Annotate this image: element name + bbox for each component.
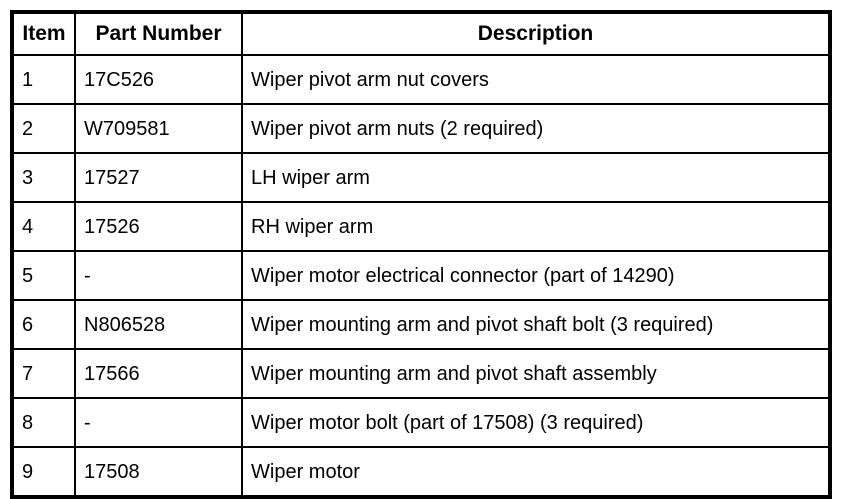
table-row: 8 - Wiper motor bolt (part of 17508) (3 … xyxy=(12,398,830,448)
table-row: 4 17526 RH wiper arm xyxy=(12,202,830,252)
cell-description: Wiper mounting arm and pivot shaft bolt … xyxy=(242,300,830,350)
table-header: Item Part Number Description xyxy=(12,12,830,56)
table-row: 2 W709581 Wiper pivot arm nuts (2 requir… xyxy=(12,104,830,154)
table-row: 6 N806528 Wiper mounting arm and pivot s… xyxy=(12,300,830,350)
column-header-item: Item xyxy=(12,12,76,56)
table-row: 1 17C526 Wiper pivot arm nut covers xyxy=(12,55,830,105)
cell-item: 5 xyxy=(12,251,76,301)
cell-part-number: N806528 xyxy=(75,300,243,350)
cell-description: Wiper pivot arm nuts (2 required) xyxy=(242,104,830,154)
column-header-part-number: Part Number xyxy=(75,12,243,56)
table-body: 1 17C526 Wiper pivot arm nut covers 2 W7… xyxy=(12,55,830,497)
cell-part-number: 17526 xyxy=(75,202,243,252)
cell-description: Wiper pivot arm nut covers xyxy=(242,55,830,105)
cell-description: Wiper mounting arm and pivot shaft assem… xyxy=(242,349,830,399)
cell-part-number: - xyxy=(75,398,243,448)
cell-description: RH wiper arm xyxy=(242,202,830,252)
cell-part-number: W709581 xyxy=(75,104,243,154)
cell-description: Wiper motor electrical connector (part o… xyxy=(242,251,830,301)
cell-description: LH wiper arm xyxy=(242,153,830,203)
cell-item: 4 xyxy=(12,202,76,252)
cell-item: 1 xyxy=(12,55,76,105)
cell-description: Wiper motor xyxy=(242,447,830,497)
cell-item: 2 xyxy=(12,104,76,154)
table-row: 3 17527 LH wiper arm xyxy=(12,153,830,203)
cell-item: 3 xyxy=(12,153,76,203)
parts-table: Item Part Number Description 1 17C526 Wi… xyxy=(10,10,832,499)
table-row: 7 17566 Wiper mounting arm and pivot sha… xyxy=(12,349,830,399)
cell-part-number: - xyxy=(75,251,243,301)
cell-part-number: 17566 xyxy=(75,349,243,399)
cell-item: 7 xyxy=(12,349,76,399)
cell-item: 9 xyxy=(12,447,76,497)
table-row: 9 17508 Wiper motor xyxy=(12,447,830,497)
cell-part-number: 17527 xyxy=(75,153,243,203)
cell-part-number: 17C526 xyxy=(75,55,243,105)
header-row: Item Part Number Description xyxy=(12,12,830,56)
cell-description: Wiper motor bolt (part of 17508) (3 requ… xyxy=(242,398,830,448)
cell-item: 8 xyxy=(12,398,76,448)
column-header-description: Description xyxy=(242,12,830,56)
table-row: 5 - Wiper motor electrical connector (pa… xyxy=(12,251,830,301)
cell-part-number: 17508 xyxy=(75,447,243,497)
cell-item: 6 xyxy=(12,300,76,350)
